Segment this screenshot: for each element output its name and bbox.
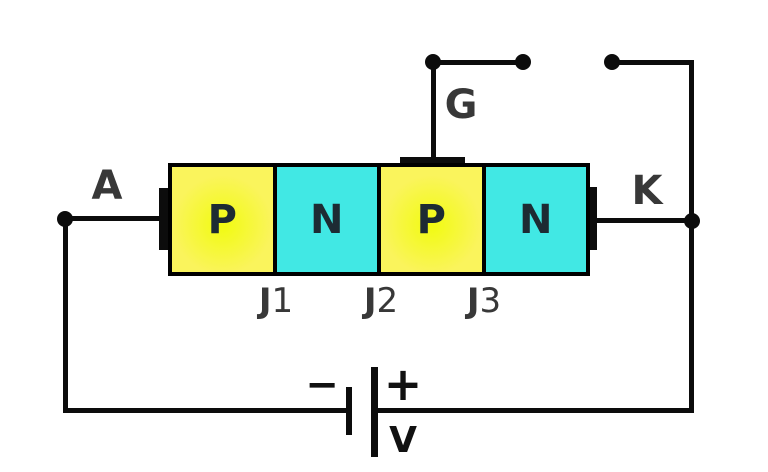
junction-j3-number: 3 — [479, 281, 502, 321]
battery-minus-sign: − — [305, 362, 339, 408]
region-p1: P — [172, 167, 273, 272]
region-p2: P — [377, 167, 482, 272]
thyristor-body: P N P N — [168, 163, 590, 276]
battery-voltage-label: V — [389, 420, 417, 461]
top-right-wire — [612, 60, 692, 65]
battery-positive-plate — [371, 367, 378, 457]
junction-j1-number: 1 — [271, 281, 294, 321]
gate-vertical-wire — [431, 62, 436, 162]
right-vertical-wire — [689, 60, 694, 413]
battery-negative-plate — [346, 387, 352, 435]
region-n1-label: N — [310, 196, 344, 243]
anode-wire-horizontal — [63, 216, 163, 221]
battery-plus-sign: + — [383, 357, 423, 411]
left-vertical-wire — [63, 219, 68, 413]
bottom-wire-right — [377, 408, 694, 413]
region-p2-label: P — [416, 196, 446, 243]
top-right-terminal-dot — [604, 54, 620, 70]
junction-j2-number: 2 — [376, 281, 399, 321]
cathode-label: K — [631, 168, 663, 214]
junction-j3-prefix: J — [466, 281, 480, 321]
junction-label-j2: J2 — [364, 284, 398, 318]
junction-j2-prefix: J — [363, 281, 377, 321]
gate-switch-dot-right — [515, 54, 531, 70]
gate-switch-wire — [433, 60, 525, 65]
junction-label-j1: J1 — [259, 284, 293, 318]
region-n2: N — [481, 167, 586, 272]
region-n2-label: N — [519, 196, 553, 243]
cathode-wire — [593, 218, 692, 223]
gate-contact-bar — [400, 157, 465, 168]
region-n1: N — [272, 167, 377, 272]
bottom-wire-left — [63, 408, 347, 413]
gate-switch-dot-left — [425, 54, 441, 70]
junction-label-j3: J3 — [467, 284, 501, 318]
gate-label: G — [444, 82, 478, 128]
junction-j1-prefix: J — [258, 281, 272, 321]
anode-label: A — [91, 163, 123, 209]
cathode-junction-dot — [684, 213, 700, 229]
region-p1-label: P — [207, 196, 237, 243]
anode-terminal-dot — [57, 211, 73, 227]
